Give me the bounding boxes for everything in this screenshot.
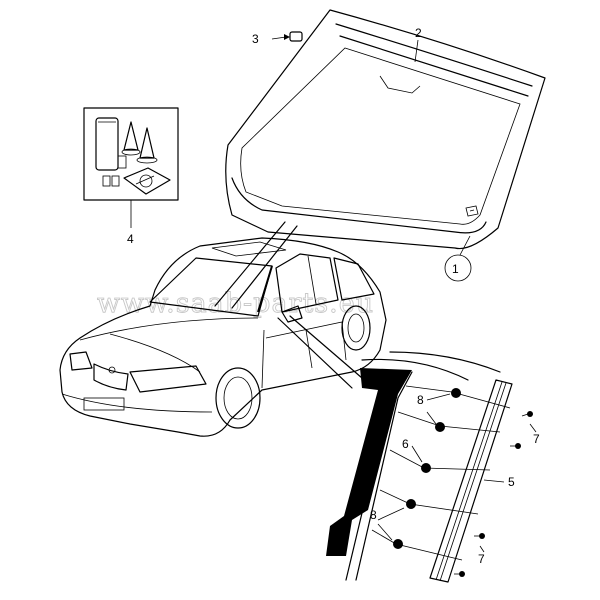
clip-8b (435, 422, 445, 432)
leader-1 (459, 235, 471, 256)
leader-5 (483, 479, 505, 483)
part-number-7-upper: 7 (533, 432, 540, 446)
screw-7c (474, 533, 485, 539)
part-number-2: 2 (415, 26, 422, 40)
callout-circle-1 (444, 254, 472, 282)
clip-8c (406, 499, 416, 509)
car-to-detail-leader-2 (289, 315, 363, 379)
screw-7b (510, 443, 521, 449)
leader-7a (529, 423, 537, 433)
part-number-4: 4 (127, 232, 134, 246)
leader-8c (377, 507, 405, 521)
car-to-detail-leader (277, 317, 353, 389)
screw-group (454, 411, 533, 577)
pillar-moulding-detail (326, 351, 513, 583)
leader-7b (479, 545, 485, 553)
leader-2 (414, 39, 419, 63)
rain-sensor-part (271, 31, 303, 42)
part-number-8-upper: 8 (417, 393, 424, 407)
part-number-5: 5 (508, 475, 515, 489)
leader-8a (426, 393, 451, 401)
clip-group (393, 388, 461, 549)
leader-6 (411, 445, 423, 463)
leader-8d (377, 523, 393, 541)
part-number-8-lower: 8 (370, 508, 377, 522)
car-illustration (59, 237, 387, 437)
screw-7a (521, 411, 533, 417)
leader-8b (426, 411, 437, 425)
part-number-3: 3 (252, 32, 259, 46)
windshield-glass (225, 9, 546, 250)
part-number-7-lower: 7 (478, 552, 485, 566)
clip-8d (393, 539, 403, 549)
adhesive-kit (83, 107, 179, 201)
screw-7d (454, 571, 465, 577)
part-number-6: 6 (402, 437, 409, 451)
clip-8a (451, 388, 461, 398)
clip-6 (421, 463, 431, 473)
part-number-1: 1 (452, 262, 459, 276)
